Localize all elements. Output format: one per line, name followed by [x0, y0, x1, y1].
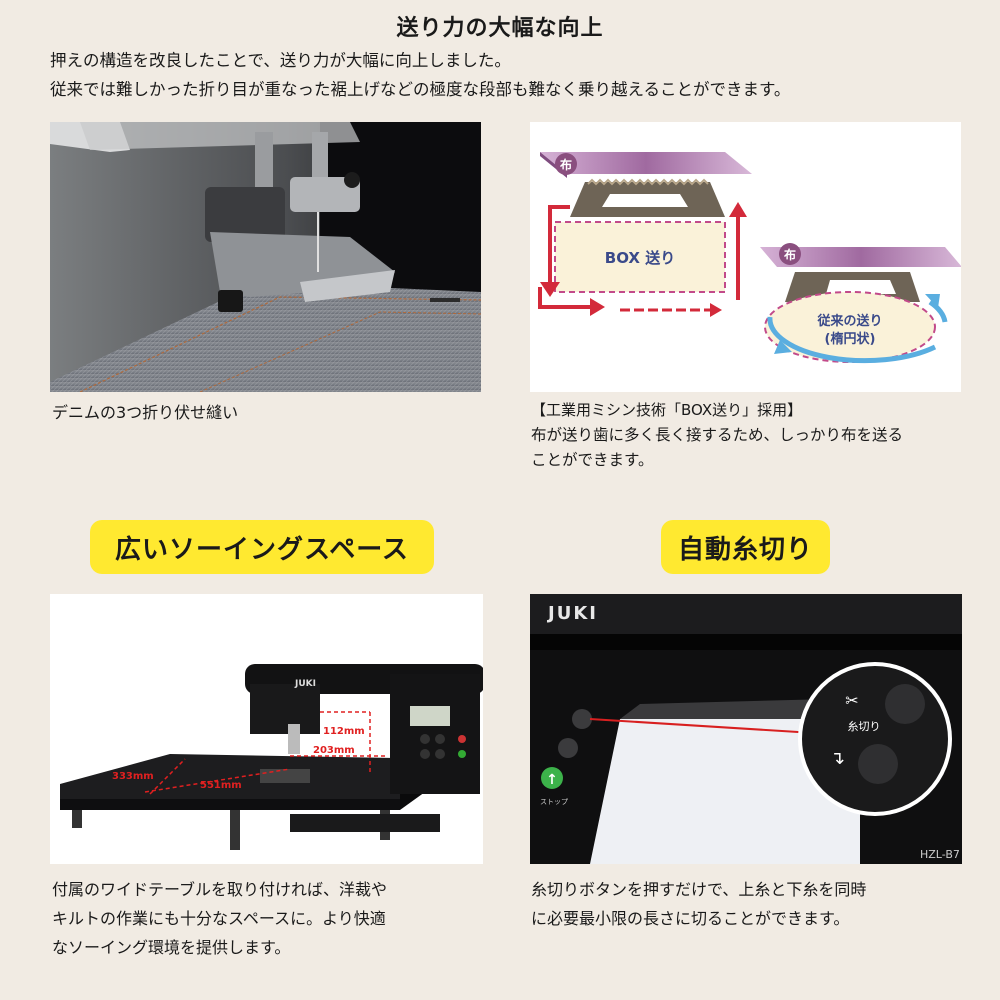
thread-cutter-photo: JUKI ↑ ✂ 糸切り ↴ HZL-B7 ストップ [530, 594, 962, 864]
box-feed-caption-1: 【工業用ミシン技術「BOX送り」採用】 [531, 401, 803, 419]
fabric-label-top: 布 [560, 157, 572, 172]
intro-line-1: 押えの構造を改良したことで、送り力が大幅に向上しました。 [50, 51, 511, 70]
sewing-space-caption-2: キルトの作業にも十分なスペースに。より快適 [52, 909, 386, 928]
old-feed-label-1: 従来の送り [816, 313, 882, 329]
auto-cutter-heading: 自動糸切り [661, 520, 830, 574]
box-feed-caption-3: ことができます。 [531, 451, 654, 469]
intro-line-2: 従来では難しかった折り目が重なった裾上げなどの極度な段部も難なく乗り越えることが… [50, 80, 791, 99]
denim-sewing-photo [50, 122, 481, 392]
box-feed-diagram: 布 BOX 送り 布 従来の送り (楕円状) [530, 122, 961, 392]
cutter-brand: JUKI [546, 603, 598, 624]
cutter-caption-1: 糸切りボタンを押すだけで、上糸と下糸を同時 [531, 880, 867, 899]
side-text-stop: ストップ [540, 798, 568, 806]
dim-203-label: 203mm [313, 745, 355, 756]
machine-brand: JUKI [294, 679, 316, 689]
svg-text:✂: ✂ [845, 691, 858, 710]
cutter-caption-2: に必要最小限の長さに切ることができます。 [531, 909, 850, 928]
dim-333-label: 333mm [112, 771, 154, 782]
svg-text:↑: ↑ [546, 772, 558, 788]
dim-112-label: 112mm [323, 726, 365, 737]
cutter-button-label: 糸切り [848, 720, 881, 733]
old-feed-label-2: (楕円状) [825, 331, 876, 347]
dim-551-label: 551mm [200, 780, 242, 791]
svg-text:↴: ↴ [830, 748, 845, 769]
page-title: 送り力の大幅な向上 [396, 16, 604, 41]
fabric-label-second: 布 [784, 247, 796, 262]
model-name: HZL-B7 [920, 848, 960, 861]
box-feed-caption-2: 布が送り歯に多く長く接するため、しっかり布を送る [531, 426, 904, 444]
box-feed-label: BOX 送り [605, 249, 675, 267]
sewing-space-caption-3: なソーイング環境を提供します。 [52, 938, 291, 957]
sewing-space-heading: 広いソーイングスペース [90, 520, 434, 574]
sewing-space-caption-1: 付属のワイドテーブルを取り付ければ、洋裁や [52, 880, 388, 899]
denim-caption: デニムの3つ折り伏せ縫い [52, 403, 239, 422]
wide-table-photo: JUKI 112mm 203mm 333mm 551mm [50, 594, 483, 864]
